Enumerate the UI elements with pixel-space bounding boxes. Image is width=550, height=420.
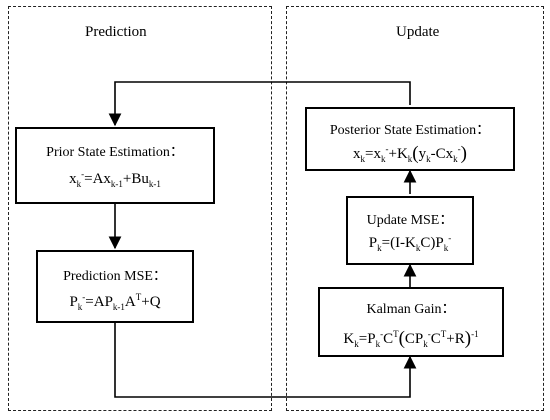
loop-arrow-prediction-mse-to-gain (114, 323, 417, 398)
prior-state-estimation-title: Prior State Estimation： (46, 145, 184, 160)
prediction-panel-title: Prediction (85, 24, 147, 40)
prediction-mse-box: Prediction MSE： Pk-=APk-1AT+Q (36, 250, 194, 323)
update-mse-title: Update MSE： (366, 213, 454, 228)
prediction-panel: Prediction (8, 6, 272, 411)
prior-state-estimation-box: Prior State Estimation： xk-=Axk-1+Buk-1 (15, 127, 215, 204)
posterior-state-estimation-box: Posterior State Estimation： xk=xk-+Kk(yk… (305, 107, 515, 171)
kalman-gain-equation: Kk=Pk-CT(CPk-CT+R)-1 (343, 328, 479, 349)
posterior-state-estimation-title: Posterior State Estimation： (329, 123, 491, 138)
prediction-mse-equation: Pk-=APk-1AT+Q (69, 292, 161, 312)
kalman-gain-title: Kalman Gain： (366, 302, 456, 317)
update-panel: Update (286, 6, 544, 411)
prediction-mse-title: Prediction MSE： (63, 269, 167, 284)
loop-arrow-posterior-to-prior (108, 81, 411, 127)
prior-state-equation: xk-=Axk-1+Buk-1 (69, 169, 161, 189)
kalman-gain-box: Kalman Gain： Kk=Pk-CT(CPk-CT+R)-1 (318, 287, 504, 357)
posterior-state-equation: xk=xk-+Kk(yk-Cxk-) (353, 143, 467, 164)
update-panel-title: Update (396, 24, 440, 40)
update-mse-equation: Pk=(I-KkC)Pk- (368, 233, 452, 253)
update-mse-box: Update MSE： Pk=(I-KkC)Pk- (346, 196, 474, 265)
